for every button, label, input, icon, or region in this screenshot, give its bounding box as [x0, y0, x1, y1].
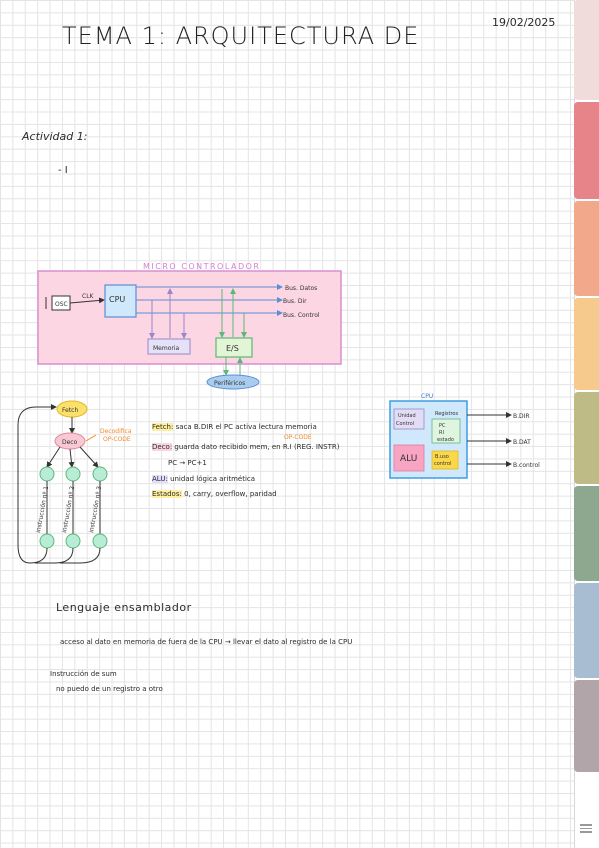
desc-fetch-key: Fetch:	[152, 423, 174, 431]
svg-text:RI: RI	[439, 430, 444, 436]
svg-text:PC: PC	[439, 423, 446, 429]
svg-text:B.DAT: B.DAT	[513, 439, 531, 446]
svg-text:OSC: OSC	[55, 301, 68, 308]
cpu-box	[104, 284, 137, 318]
deco-note-line1: Decodifica	[100, 428, 132, 435]
notes-line-1: acceso al dato en memoria de fuera de la…	[60, 638, 353, 646]
deco-note-line2: OP-CODE	[103, 436, 131, 443]
svg-text:CPU: CPU	[421, 393, 433, 400]
desc-deco-key: Deco:	[152, 443, 173, 451]
alu-box	[393, 444, 425, 472]
desc-deco-text: guarda dato recibido mem, en R.I (REG. I…	[174, 443, 340, 451]
svg-text:E/S: E/S	[226, 344, 239, 353]
svg-text:Control: Control	[396, 421, 414, 427]
notebook-tab-1[interactable]	[574, 0, 599, 100]
notebook-tab-8[interactable]	[574, 680, 599, 772]
notebook-tab-3[interactable]	[574, 201, 599, 296]
memory-box	[147, 338, 191, 355]
microcontroller-diagram: MICRO CONTROLADOR OSC CLK CPU Bus. Datos…	[37, 262, 342, 390]
desc-deco: Deco: guarda dato recibido mem, en R.I (…	[152, 443, 339, 451]
menu-icon[interactable]	[580, 824, 592, 835]
svg-text:Fetch: Fetch	[62, 407, 78, 414]
svg-text:instrucción nº 1: instrucción nº 1	[35, 485, 50, 533]
svg-text:Deco: Deco	[62, 439, 78, 446]
activity-label: Actividad 1:	[22, 130, 88, 143]
svg-text:B.control: B.control	[513, 462, 540, 469]
notebook-page	[0, 0, 575, 848]
svg-text:estado: estado	[437, 437, 454, 443]
svg-text:Registros: Registros	[435, 411, 458, 417]
instruction-cycle-diagram: Fetch Deco instrucción nº 1 instrucción …	[17, 400, 108, 564]
desc-state-key: Estados:	[152, 490, 182, 498]
svg-text:B.uso: B.uso	[435, 454, 449, 460]
opcode-note: OP-CODE	[284, 434, 312, 441]
desc-state: Estados: 0, carry, overflow, paridad	[152, 490, 277, 498]
desc-alu: ALU: unidad lógica aritmética	[152, 475, 255, 483]
notes-heading: Lenguaje ensamblador	[56, 601, 192, 614]
control-bus-box	[431, 450, 459, 470]
microcontroller-title: MICRO CONTROLADOR	[143, 262, 260, 271]
desc-state-text: 0, carry, overflow, paridad	[184, 490, 277, 498]
svg-text:control: control	[434, 461, 451, 467]
svg-text:Bus. Control: Bus. Control	[283, 312, 320, 319]
io-box	[215, 337, 253, 358]
notes-line-2: Instrucción de sum	[50, 670, 117, 678]
notes-line-3: no puedo de un registro a otro	[56, 685, 163, 693]
control-unit-box	[393, 408, 425, 430]
cpu-diagram: CPU Unidad Control Registros PC RI estad…	[389, 393, 540, 479]
svg-text:Bus. Dir: Bus. Dir	[283, 298, 307, 305]
svg-text:CPU: CPU	[109, 295, 125, 304]
svg-text:Unidad: Unidad	[398, 413, 416, 419]
svg-text:ALU: ALU	[400, 454, 417, 464]
svg-text:B.DIR: B.DIR	[513, 413, 530, 420]
page-title: TEMA 1: ARQUITECTURA DE	[62, 22, 420, 50]
notebook-tab-4[interactable]	[574, 298, 599, 390]
desc-fetch-text: saca B.DIR el PC activa lectura memoria	[175, 423, 317, 431]
notebook-tab-5[interactable]	[574, 392, 599, 484]
svg-text:CLK: CLK	[82, 293, 95, 300]
notebook-tab-7[interactable]	[574, 583, 599, 678]
svg-text:Memoria: Memoria	[153, 345, 180, 352]
activity-bullet: - I	[58, 165, 68, 176]
desc-alu-text: unidad lógica aritmética	[170, 475, 256, 483]
notebook-tab-2[interactable]	[574, 102, 599, 199]
registers-box	[431, 418, 461, 444]
notebook-tab-6[interactable]	[574, 486, 599, 581]
desc-pc: PC → PC+1	[168, 459, 207, 467]
svg-text:instrucción nº 2: instrucción nº 2	[61, 485, 76, 533]
desc-alu-key: ALU:	[152, 475, 168, 483]
svg-text:Periféricos: Periféricos	[214, 380, 245, 387]
svg-text:Bus. Datos: Bus. Datos	[285, 285, 317, 292]
desc-fetch: Fetch: saca B.DIR el PC activa lectura m…	[152, 423, 317, 431]
peripherals-ellipse	[206, 374, 260, 390]
svg-text:instrucción nº 3: instrucción nº 3	[88, 485, 103, 533]
page-date: 19/02/2025	[492, 16, 556, 29]
